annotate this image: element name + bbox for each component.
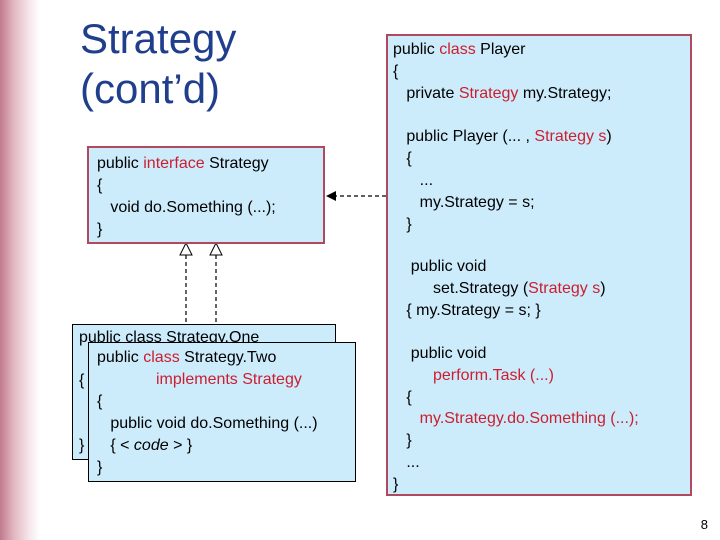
code-line: public class Player	[393, 39, 526, 61]
slide-title-line-2: (cont’d)	[80, 65, 221, 112]
keyword-text: Strategy	[458, 85, 519, 102]
code-line: set.Strategy (Strategy s)	[393, 278, 606, 300]
code-line: {	[97, 393, 103, 410]
keyword-text: Strategy s	[528, 280, 601, 297]
code-text: public	[97, 155, 144, 172]
strategy-interface-box: public interface Strategy { void do.Some…	[87, 146, 325, 244]
code-line: }	[97, 459, 103, 476]
page-number: 8	[700, 517, 708, 532]
keyword-text: class	[439, 41, 476, 58]
slide-title: Strategy (cont’d)	[80, 14, 236, 114]
code-line: public void	[393, 258, 487, 275]
code-text: { <	[97, 437, 134, 454]
code-line: { my.Strategy = s; }	[393, 302, 541, 319]
code-line: ...	[393, 172, 434, 189]
code-line: { < code > }	[97, 435, 192, 457]
code-line: {	[393, 389, 412, 406]
code-line: }	[393, 216, 412, 233]
code-text: my.Strategy;	[518, 85, 612, 102]
code-line: }	[97, 221, 103, 238]
keyword-text: Strategy s	[534, 128, 607, 145]
code-line: {	[79, 372, 85, 389]
code-line: my.Strategy = s;	[393, 194, 535, 211]
realization-triangle-one	[179, 241, 193, 256]
code-text: public Player (... ,	[393, 128, 535, 145]
code-line: public class Strategy.Two	[97, 347, 276, 369]
keyword-text: class	[143, 349, 180, 366]
code-line: perform.Task (...)	[393, 367, 554, 384]
code-text: Strategy.Two	[179, 349, 277, 366]
code-line: implements Strategy	[156, 371, 302, 388]
code-text: public	[393, 41, 440, 58]
code-line: public interface Strategy	[97, 153, 269, 175]
code-line: ...	[393, 454, 420, 471]
code-text: code	[133, 437, 169, 454]
strategy-two-box: public class Strategy.Two implements Str…	[88, 342, 356, 482]
code-line: {	[393, 63, 399, 80]
code-line: private Strategy my.Strategy;	[393, 83, 611, 105]
code-text: private	[393, 85, 459, 102]
slide-title-line-1: Strategy	[80, 15, 237, 62]
code-line: public void do.Something (...)	[97, 415, 318, 432]
code-text: )	[606, 128, 612, 145]
left-accent-bar	[0, 0, 40, 540]
code-line: }	[393, 432, 412, 449]
dependency-arrowhead	[326, 191, 336, 201]
code-line: void do.Something (...);	[97, 199, 276, 216]
code-text: set.Strategy (	[393, 280, 529, 297]
code-line: public class Strategy.One	[79, 329, 260, 346]
keyword-text: interface	[143, 155, 205, 172]
code-line: public void	[393, 345, 487, 362]
code-line: }	[393, 476, 399, 493]
code-text: public	[97, 349, 144, 366]
code-line: public Player (... , Strategy s)	[393, 126, 612, 148]
code-text: > }	[168, 437, 193, 454]
code-text: )	[600, 280, 606, 297]
code-text: Player	[475, 41, 526, 58]
realization-triangle-two	[209, 241, 223, 256]
code-text: Strategy	[204, 155, 269, 172]
code-line: {	[97, 177, 103, 194]
code-line: {	[393, 150, 412, 167]
code-line: my.Strategy.do.Something (...);	[393, 410, 639, 427]
player-class-box: public class Player { private Strategy m…	[386, 34, 692, 496]
code-line: }	[79, 437, 85, 454]
